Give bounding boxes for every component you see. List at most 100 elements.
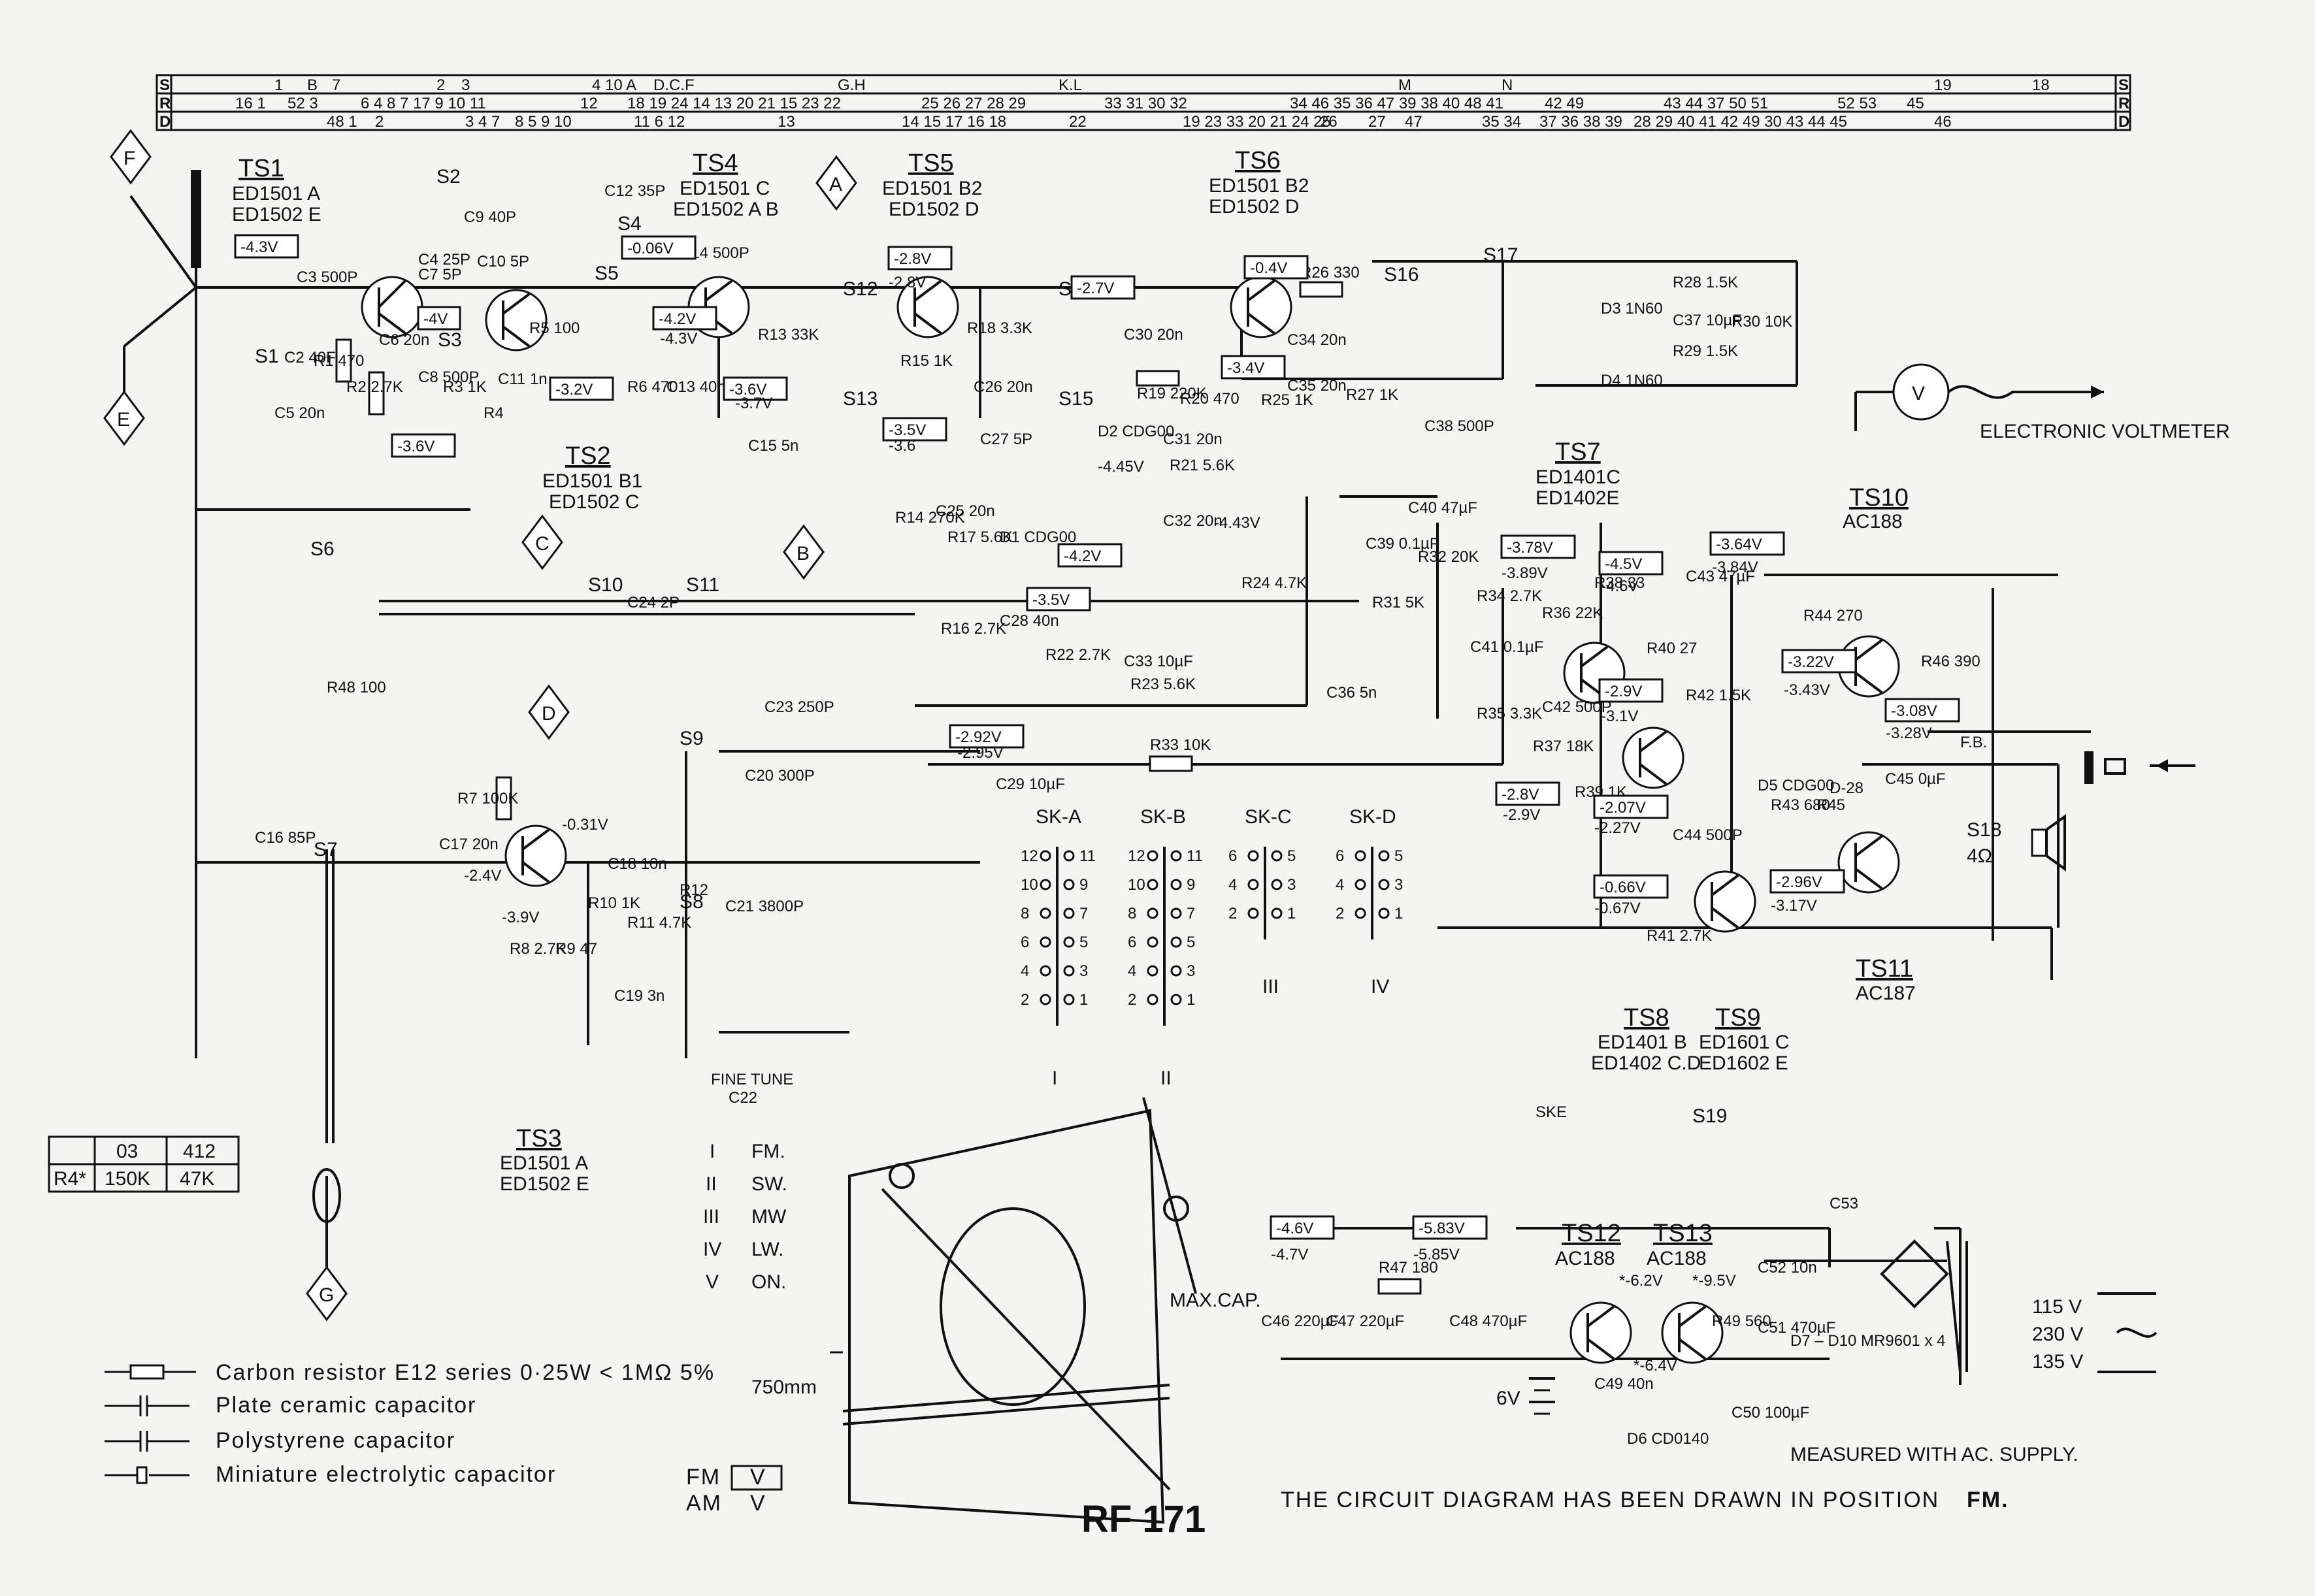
grid-code-s: S	[159, 76, 170, 94]
band-legend: I FM. II SW. III MW IV LW. V ON.	[703, 1141, 787, 1293]
capacitor-c30: C30 20n	[1124, 326, 1183, 344]
battery-label: 6V	[1496, 1388, 1520, 1409]
resistor-r30: R30 10K	[1732, 313, 1792, 331]
resistor-r5: R5 100	[529, 319, 580, 337]
band-code-3: III	[703, 1206, 719, 1228]
resistor-r21: R21 5.6K	[1170, 457, 1235, 474]
ts6-type-b: ED1502 D	[1209, 196, 1299, 218]
voltage-free-7: -3.43V	[1784, 681, 1830, 699]
diode-bridge: D7 – D10 MR9601 x 4	[1790, 1332, 1945, 1350]
resistor-r13: R13 33K	[758, 326, 819, 344]
test-point-e-marker	[103, 390, 145, 446]
grid-r-11: 52 53	[1837, 95, 1877, 112]
voltage-box-13	[1057, 543, 1123, 568]
test-point-e: E	[117, 409, 130, 431]
ts3-type-a: ED1501 A	[500, 1152, 588, 1174]
wafer-ska-label: SK-A	[1036, 806, 1081, 828]
capacitor-c3: C3 500P	[297, 269, 357, 286]
wafer-pin	[1040, 907, 1051, 919]
capacitor-c36: C36 5n	[1326, 684, 1377, 702]
ts1-type-b: ED1502 E	[232, 204, 321, 225]
voltage-box-23	[1593, 874, 1669, 899]
resistor-r15: R15 1K	[900, 352, 953, 370]
voltage-box-label-12: -3.4V	[1227, 359, 1264, 377]
grid-s-7: D.C.F	[653, 76, 695, 94]
voltage-free-5: -4.6V	[1601, 578, 1638, 595]
resistor-r42: R42 1.5K	[1686, 687, 1751, 704]
grid-s-8: G.H	[838, 76, 866, 94]
speaker-power: S18 4Ω F.B. 115 V 230 V 135 V 6V	[1496, 734, 2083, 1415]
wafer-pin-label: 4	[1128, 962, 1136, 980]
wafer-pin	[1040, 850, 1051, 862]
r4-col-412: 412	[183, 1141, 216, 1162]
voltage-box-0	[234, 234, 299, 259]
resistor-r38: R38 33	[1594, 574, 1645, 592]
capacitor-c8: C8 500P	[418, 368, 479, 386]
r4-table: R4* 03 412 150K 47K	[48, 1135, 240, 1193]
resistor-r49: R49 560	[1712, 1312, 1771, 1330]
resistor-r37: R37 18K	[1533, 738, 1594, 755]
note-drawn-mode: FM.	[1967, 1488, 2009, 1512]
test-point-d-marker	[528, 684, 570, 740]
ts8-label: TS8	[1624, 1004, 1669, 1032]
wafer-pin	[1147, 936, 1158, 948]
wafer-pin-label: 8	[1128, 905, 1136, 922]
grid-d-6: 13	[778, 113, 795, 131]
voltage-box-label-13: -4.2V	[1064, 547, 1101, 565]
wafer-skd-out: IV	[1371, 976, 1389, 998]
transistor-symbols	[361, 276, 1900, 1364]
wafer-pin-label: 1	[1079, 991, 1088, 1009]
test-point-f-marker	[110, 129, 152, 185]
switch-s11: S11	[686, 574, 719, 596]
switch-s4: S4	[617, 213, 642, 235]
grid-r-7: 33 31 30 32	[1104, 95, 1187, 112]
resistor-r35: R35 3.3K	[1477, 705, 1542, 723]
voltage-free-8: -3.1V	[1601, 708, 1638, 725]
voltage-box-20	[1884, 698, 1960, 723]
capacitor-c10: C10 5P	[477, 253, 529, 270]
wafer-pin-label: 12	[1021, 847, 1038, 865]
resistor-r2-body	[368, 371, 385, 415]
capacitor-c47: C47 220µF	[1326, 1312, 1404, 1330]
diode-d4: D4 1N60	[1601, 372, 1663, 389]
resistor-r34: R34 2.7K	[1477, 587, 1542, 605]
capacitor-c4: C4 25P	[418, 251, 470, 269]
band-name-1: FM.	[751, 1141, 785, 1162]
voltage-free-4: -3.89V	[1502, 564, 1548, 582]
wiring	[123, 170, 2195, 1524]
resistor-r46: R46 390	[1921, 653, 1980, 670]
voltage-box-label-20: -3.08V	[1891, 702, 1937, 720]
diode-d5: D5 CDG00	[1758, 777, 1834, 794]
dial-drive: 750mm MAX.CAP. FINE TUNE	[711, 1071, 1261, 1398]
capacitor-c6: C6 20n	[379, 331, 429, 349]
wafer-pin-label: 5	[1079, 934, 1088, 951]
grid-r-12: 45	[1907, 95, 1924, 112]
wafer-skc-label: SK-C	[1245, 806, 1292, 828]
capacitor-c37: C37 10µF	[1673, 312, 1742, 329]
resistor-r44: R44 270	[1803, 607, 1863, 625]
voltage-box-8	[882, 417, 947, 442]
band-code-5: V	[706, 1271, 719, 1293]
resistor-r19-body	[1136, 370, 1180, 387]
wafer-pin	[1271, 850, 1283, 862]
resistor-r8: R8 2.7K	[510, 940, 566, 958]
wafer-pin	[1378, 850, 1390, 862]
wafer-pin-label: 6	[1021, 934, 1029, 951]
grid-s-9: K.L	[1059, 76, 1082, 94]
capacitor-c16: C16 85P	[255, 829, 316, 847]
ts7-type-a: ED1401C	[1535, 466, 1620, 488]
wafer-pin	[1147, 907, 1158, 919]
mode-fm-label: FM	[686, 1465, 721, 1490]
grid-d-1: 48 1	[327, 113, 357, 131]
voltage-box-label-1: -4V	[423, 310, 448, 328]
capacitor-c33: C33 10µF	[1124, 653, 1193, 670]
resistor-r33-body	[1149, 755, 1193, 772]
grid-d-11: 27	[1368, 113, 1386, 131]
resistor-r11: R11 4.7K	[627, 914, 691, 932]
wafer-pin-label: 7	[1187, 905, 1195, 922]
wafer-pin-label: 2	[1128, 991, 1136, 1009]
grid-r-9: 42 49	[1545, 95, 1584, 112]
test-point-a-marker	[815, 155, 857, 211]
voltage-free-1: -2.8V	[889, 274, 926, 291]
